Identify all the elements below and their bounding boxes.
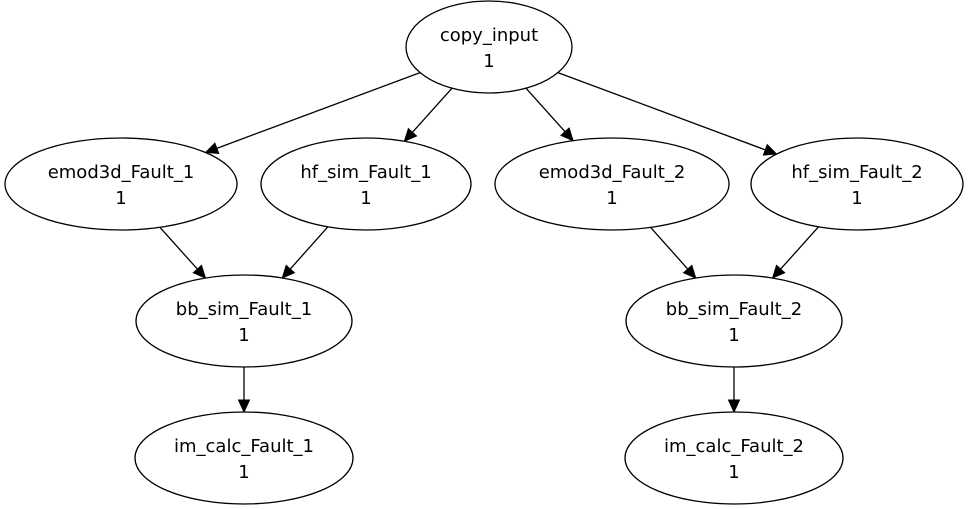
node-ellipse bbox=[750, 137, 964, 231]
edge-hf_sim_Fault_2-to-bb_sim_Fault_2 bbox=[771, 226, 820, 279]
edge-line bbox=[650, 226, 689, 270]
node-ellipse bbox=[624, 411, 844, 505]
node-ellipse bbox=[134, 411, 354, 505]
node-count: 1 bbox=[728, 325, 739, 346]
arrowhead-icon bbox=[192, 264, 207, 279]
node-bb-sim-fault-2[interactable]: bb_sim_Fault_2 1 bbox=[625, 274, 843, 368]
node-label: emod3d_Fault_2 bbox=[539, 162, 686, 183]
node-label: bb_sim_Fault_1 bbox=[176, 299, 312, 320]
edges-layer bbox=[159, 72, 820, 414]
node-label: hf_sim_Fault_1 bbox=[300, 162, 431, 183]
edge-hf_sim_Fault_1-to-bb_sim_Fault_1 bbox=[281, 226, 329, 279]
edge-line bbox=[289, 226, 329, 270]
edge-line bbox=[411, 87, 453, 133]
edge-line bbox=[159, 226, 198, 270]
nodes-layer: copy_input 1 emod3d_Fault_1 1 hf_sim_Fau… bbox=[4, 0, 964, 505]
node-count: 1 bbox=[238, 325, 249, 346]
node-count: 1 bbox=[606, 188, 617, 209]
node-count: 1 bbox=[238, 462, 249, 483]
edge-copy_input-to-hf_sim_Fault_1 bbox=[403, 87, 453, 143]
edge-copy_input-to-hf_sim_Fault_2 bbox=[557, 72, 778, 156]
node-bb-sim-fault-1[interactable]: bb_sim_Fault_1 1 bbox=[135, 274, 353, 368]
arrowhead-icon bbox=[204, 142, 220, 155]
node-im-calc-fault-2[interactable]: im_calc_Fault_2 1 bbox=[624, 411, 844, 505]
edge-line bbox=[216, 72, 421, 149]
node-label: hf_sim_Fault_2 bbox=[791, 162, 922, 183]
arrowhead-icon bbox=[682, 264, 697, 279]
edge-line bbox=[525, 87, 566, 133]
arrowhead-icon bbox=[403, 127, 418, 143]
arrowhead-icon bbox=[727, 399, 741, 414]
arrowhead-icon bbox=[762, 143, 778, 156]
edge-emod3d_Fault_2-to-bb_sim_Fault_2 bbox=[650, 226, 697, 279]
edge-bb_sim_Fault_2-to-im_calc_Fault_2 bbox=[727, 367, 741, 414]
node-hf-sim-fault-2[interactable]: hf_sim_Fault_2 1 bbox=[750, 137, 964, 231]
node-ellipse bbox=[135, 274, 353, 368]
edge-copy_input-to-emod3d_Fault_1 bbox=[204, 72, 421, 155]
node-hf-sim-fault-1[interactable]: hf_sim_Fault_1 1 bbox=[260, 137, 472, 231]
node-count: 1 bbox=[483, 51, 494, 72]
node-count: 1 bbox=[851, 188, 862, 209]
node-emod3d-fault-1[interactable]: emod3d_Fault_1 1 bbox=[4, 137, 238, 231]
node-ellipse bbox=[494, 137, 730, 231]
edge-copy_input-to-emod3d_Fault_2 bbox=[525, 87, 574, 142]
node-label: im_calc_Fault_1 bbox=[174, 436, 314, 457]
edge-line bbox=[557, 72, 766, 151]
edge-line bbox=[780, 226, 820, 270]
arrowhead-icon bbox=[560, 127, 574, 142]
node-copy-input[interactable]: copy_input 1 bbox=[405, 0, 573, 94]
node-count: 1 bbox=[115, 188, 126, 209]
node-label: emod3d_Fault_1 bbox=[48, 162, 195, 183]
node-ellipse bbox=[625, 274, 843, 368]
node-label: bb_sim_Fault_2 bbox=[666, 299, 802, 320]
node-label: im_calc_Fault_2 bbox=[664, 436, 804, 457]
arrowhead-icon bbox=[771, 264, 786, 279]
edge-emod3d_Fault_1-to-bb_sim_Fault_1 bbox=[159, 226, 207, 279]
node-count: 1 bbox=[360, 188, 371, 209]
node-ellipse bbox=[4, 137, 238, 231]
arrowhead-icon bbox=[237, 399, 251, 414]
node-im-calc-fault-1[interactable]: im_calc_Fault_1 1 bbox=[134, 411, 354, 505]
arrowhead-icon bbox=[281, 264, 296, 279]
node-ellipse bbox=[405, 0, 573, 94]
edge-bb_sim_Fault_1-to-im_calc_Fault_1 bbox=[237, 367, 251, 414]
node-count: 1 bbox=[728, 462, 739, 483]
node-label: copy_input bbox=[440, 25, 538, 46]
node-emod3d-fault-2[interactable]: emod3d_Fault_2 1 bbox=[494, 137, 730, 231]
node-ellipse bbox=[260, 137, 472, 231]
